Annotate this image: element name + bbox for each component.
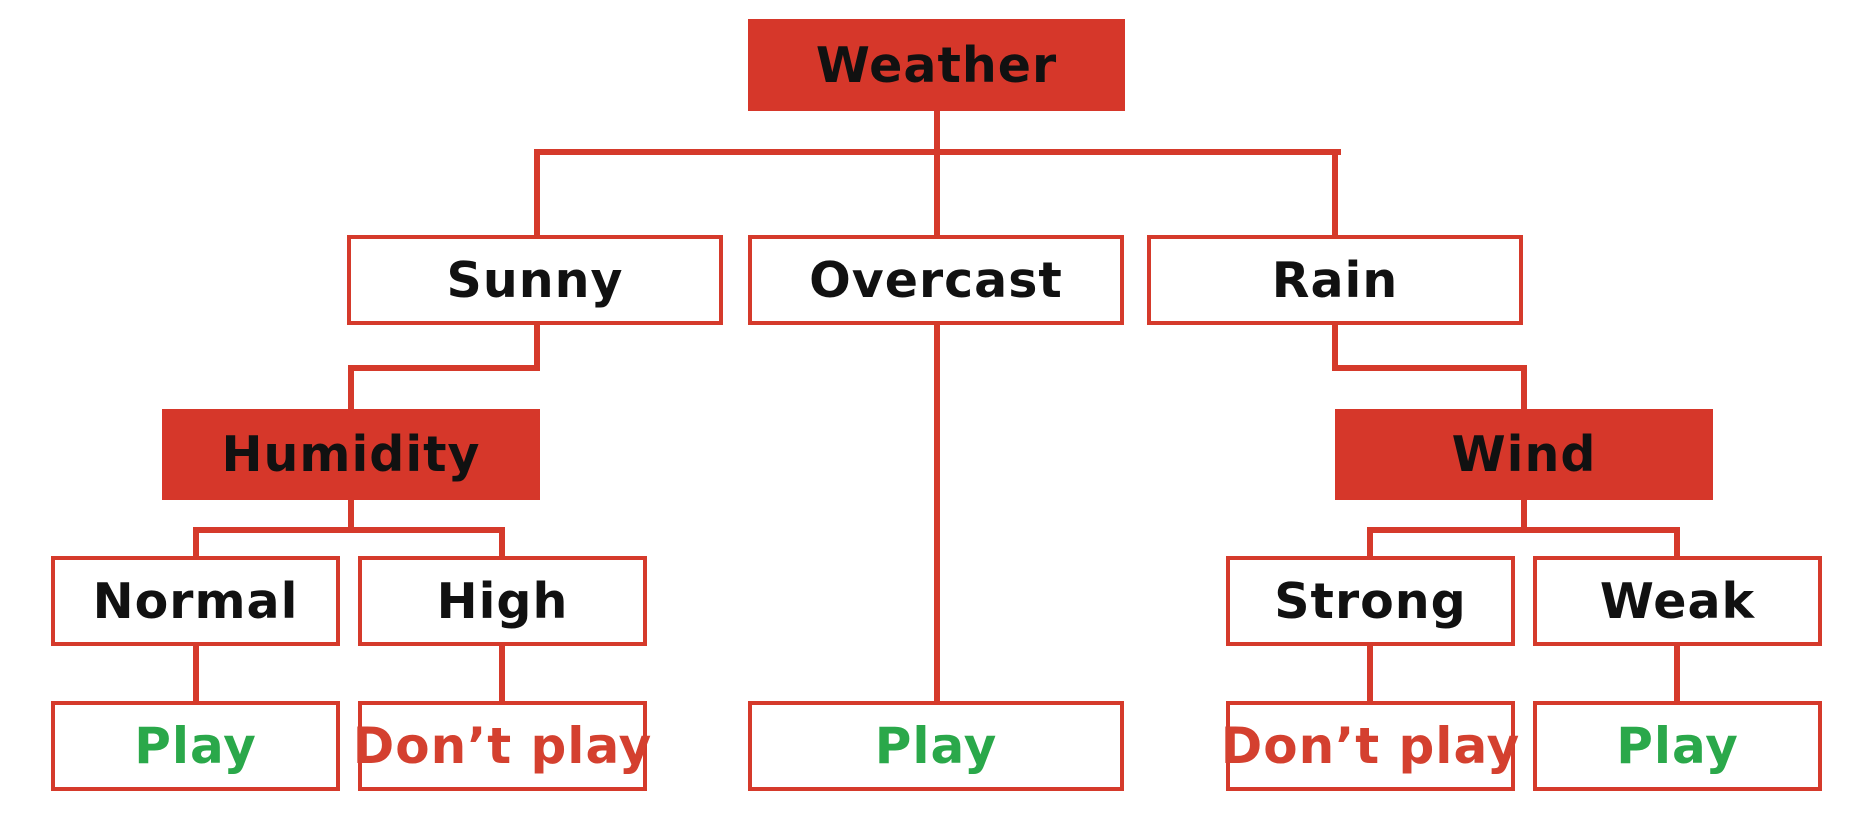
node-strong: Strong <box>1226 556 1515 646</box>
node-overcast: Overcast <box>748 235 1124 325</box>
leaf-weak-play: Play <box>1533 701 1822 791</box>
leaf-high-dont-play: Don’t play <box>353 701 651 791</box>
leaf-strong-dont-play: Don’t play <box>1221 701 1519 791</box>
leaf-overcast-play: Play <box>748 701 1124 791</box>
node-weather: Weather <box>748 19 1125 111</box>
leaf-normal-play: Play <box>51 701 340 791</box>
node-wind: Wind <box>1335 409 1713 500</box>
node-rain: Rain <box>1147 235 1523 325</box>
node-normal: Normal <box>51 556 340 646</box>
node-high: High <box>358 556 647 646</box>
connector-sunny-humidity <box>348 322 540 412</box>
node-weak: Weak <box>1533 556 1822 646</box>
node-sunny: Sunny <box>347 235 723 325</box>
connector-rain-wind <box>1332 322 1527 412</box>
node-humidity: Humidity <box>162 409 540 500</box>
